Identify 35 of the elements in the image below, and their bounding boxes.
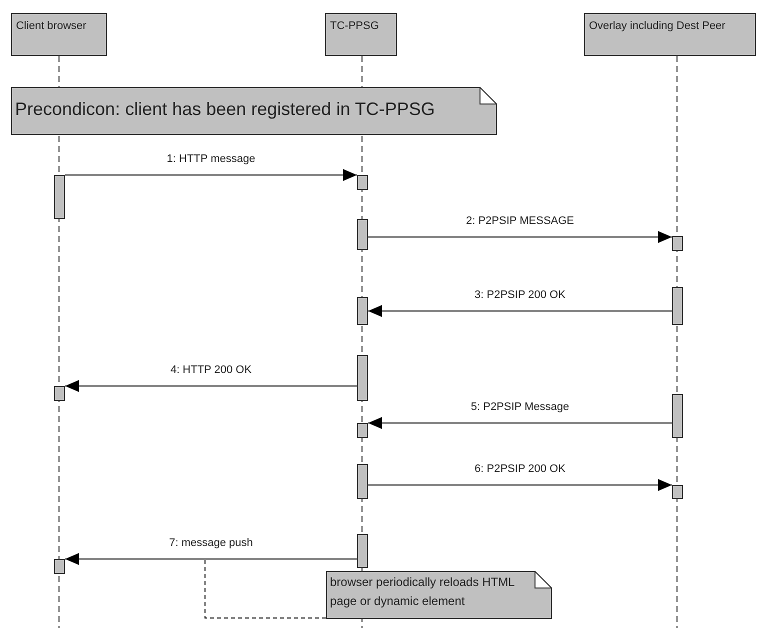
edge-label: 1: HTTP message [164, 153, 258, 166]
message-arrow [64, 169, 358, 181]
activation-bar [357, 355, 368, 401]
lifeline-header [584, 13, 756, 56]
activation-bar [54, 386, 65, 401]
note [326, 571, 552, 619]
lifeline-header [11, 13, 107, 56]
leader-line [204, 558, 326, 618]
activation-bar [672, 394, 683, 438]
activation-bar [672, 236, 683, 251]
message-arrow [368, 479, 672, 491]
activation-bar [357, 297, 368, 325]
note-text: browser periodically reloads HTML page or dynamic element [329, 574, 516, 610]
message-arrow [368, 305, 672, 317]
note-text: Precondicon: client has been registered in TC-PPSG [14, 98, 436, 121]
message-arrow [368, 417, 672, 429]
activation-bar [357, 175, 368, 190]
activation-bar [357, 423, 368, 438]
activation-bar [672, 485, 683, 499]
activation-bar [357, 534, 368, 568]
participant-name: Overlay including Dest Peer [589, 20, 726, 32]
activation-bar [672, 287, 683, 325]
activation-bar [54, 559, 65, 574]
note [11, 87, 497, 135]
activation-bar [357, 219, 368, 250]
participant-name: Client browser [16, 20, 86, 32]
edge-label: 7: message push [167, 537, 255, 550]
message-arrow [64, 553, 358, 565]
participant-name: TC-PPSG [330, 20, 379, 32]
activation-bar [54, 175, 65, 219]
message-arrow [64, 380, 358, 392]
message-arrow [368, 231, 672, 243]
lifeline-header [325, 13, 397, 56]
activation-bar [357, 464, 368, 499]
edge-label: 5: P2PSIP Message [468, 401, 572, 414]
